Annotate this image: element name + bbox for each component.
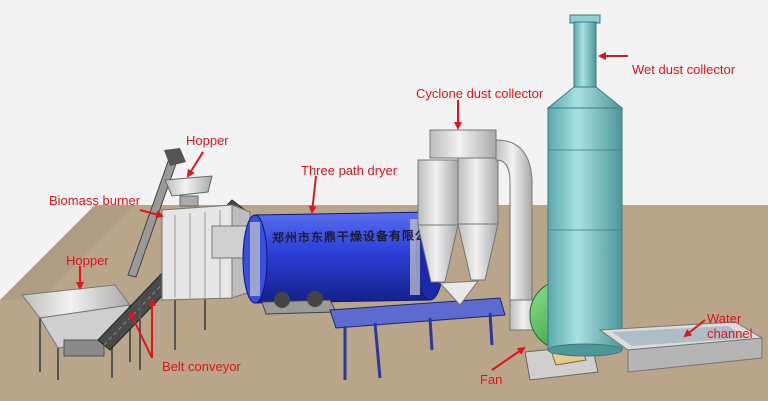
label-belt-conveyor: Belt conveyor: [162, 359, 241, 374]
dryer-inscription: 郑州市东鼎干燥设备有限公司: [272, 227, 441, 245]
three-path-dryer: 郑州市东鼎干燥设备有限公司: [211, 211, 445, 304]
label-three-path-dryer: Three path dryer: [301, 163, 398, 178]
arrow-water-channel: [683, 319, 706, 338]
callout-arrows: [76, 52, 706, 371]
cyclone-dust-collector: [417, 129, 533, 306]
label-hopper-top: Hopper: [186, 133, 229, 148]
label-biomass-burner: Biomass burner: [49, 193, 141, 208]
wet-dust-collector: [546, 14, 624, 357]
label-fan: Fan: [480, 372, 503, 387]
label-wet-dust-collector: Wet dust collector: [632, 62, 736, 77]
ground-edge: [0, 205, 135, 300]
dryer-base: [261, 291, 337, 315]
bucket-elevator: [127, 148, 186, 278]
arrow-belt-conveyor-2: [128, 310, 153, 359]
water-channel: [598, 321, 764, 373]
arrow-hopper-top: [186, 151, 204, 178]
arrow-biomass-burner: [139, 209, 164, 219]
label-hopper-left: Hopper: [66, 253, 109, 268]
label-water-channel: Water channel: [707, 311, 753, 341]
top-hopper: [164, 175, 213, 207]
discharge-conveyor: [329, 280, 506, 380]
arrow-three-path-dryer: [308, 175, 317, 214]
left-hopper: [21, 284, 131, 380]
label-cyclone-dust-collector: Cyclone dust collector: [416, 86, 544, 101]
arrow-fan: [491, 346, 526, 371]
